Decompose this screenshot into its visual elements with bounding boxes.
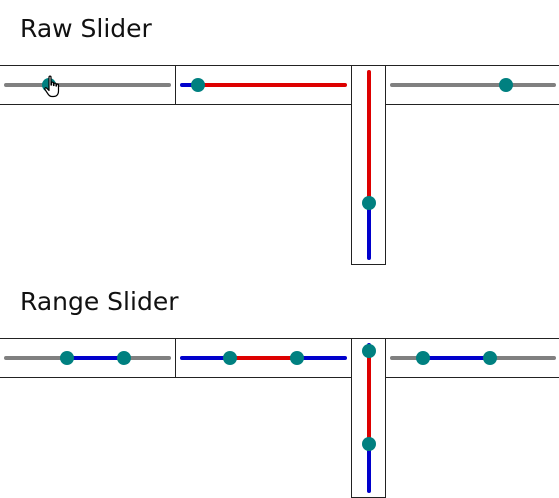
slider-thumb-low[interactable] xyxy=(60,351,75,365)
raw-slider-horizontal-1[interactable] xyxy=(0,65,176,105)
slider-track-after xyxy=(124,356,171,360)
raw-slider-horizontal-3[interactable] xyxy=(385,65,559,105)
raw-slider-horizontal-2[interactable] xyxy=(175,65,352,105)
section-title-range-slider: Range Slider xyxy=(20,287,179,316)
slider-track xyxy=(4,83,171,87)
slider-track-after xyxy=(296,356,347,360)
slider-track-after xyxy=(198,83,347,87)
slider-track-before xyxy=(180,83,199,87)
range-slider-horizontal-2[interactable] xyxy=(175,338,352,378)
slider-track-range xyxy=(423,356,490,360)
slider-thumb[interactable] xyxy=(499,78,514,92)
slider-track-before xyxy=(390,356,424,360)
slider-track-range xyxy=(230,356,297,360)
slider-track-range xyxy=(67,356,125,360)
raw-slider-vertical[interactable] xyxy=(351,65,386,265)
slider-track-before xyxy=(4,356,68,360)
slider-thumb-low[interactable] xyxy=(416,351,431,365)
slider-track-after xyxy=(366,443,371,493)
slider-track-after xyxy=(366,203,371,260)
hand-pointer-cursor-icon xyxy=(44,75,60,98)
slider-thumb[interactable] xyxy=(191,78,206,92)
slider-track-before xyxy=(366,70,371,203)
range-slider-horizontal-1[interactable] xyxy=(0,338,176,378)
slider-thumb-low[interactable] xyxy=(361,343,376,358)
slider-track-range xyxy=(366,350,371,444)
slider-thumb-high[interactable] xyxy=(289,351,304,365)
slider-track-before xyxy=(180,356,231,360)
slider-thumb-high[interactable] xyxy=(117,351,132,365)
slider-thumb-low[interactable] xyxy=(223,351,238,365)
slider-thumb-high[interactable] xyxy=(482,351,497,365)
slider-thumb[interactable] xyxy=(361,196,376,210)
slider-track xyxy=(390,83,556,87)
section-title-raw-slider: Raw Slider xyxy=(20,14,152,43)
slider-track-after xyxy=(489,356,556,360)
range-slider-horizontal-3[interactable] xyxy=(385,338,559,378)
range-slider-vertical[interactable] xyxy=(351,338,386,498)
slider-thumb-high[interactable] xyxy=(361,436,376,451)
